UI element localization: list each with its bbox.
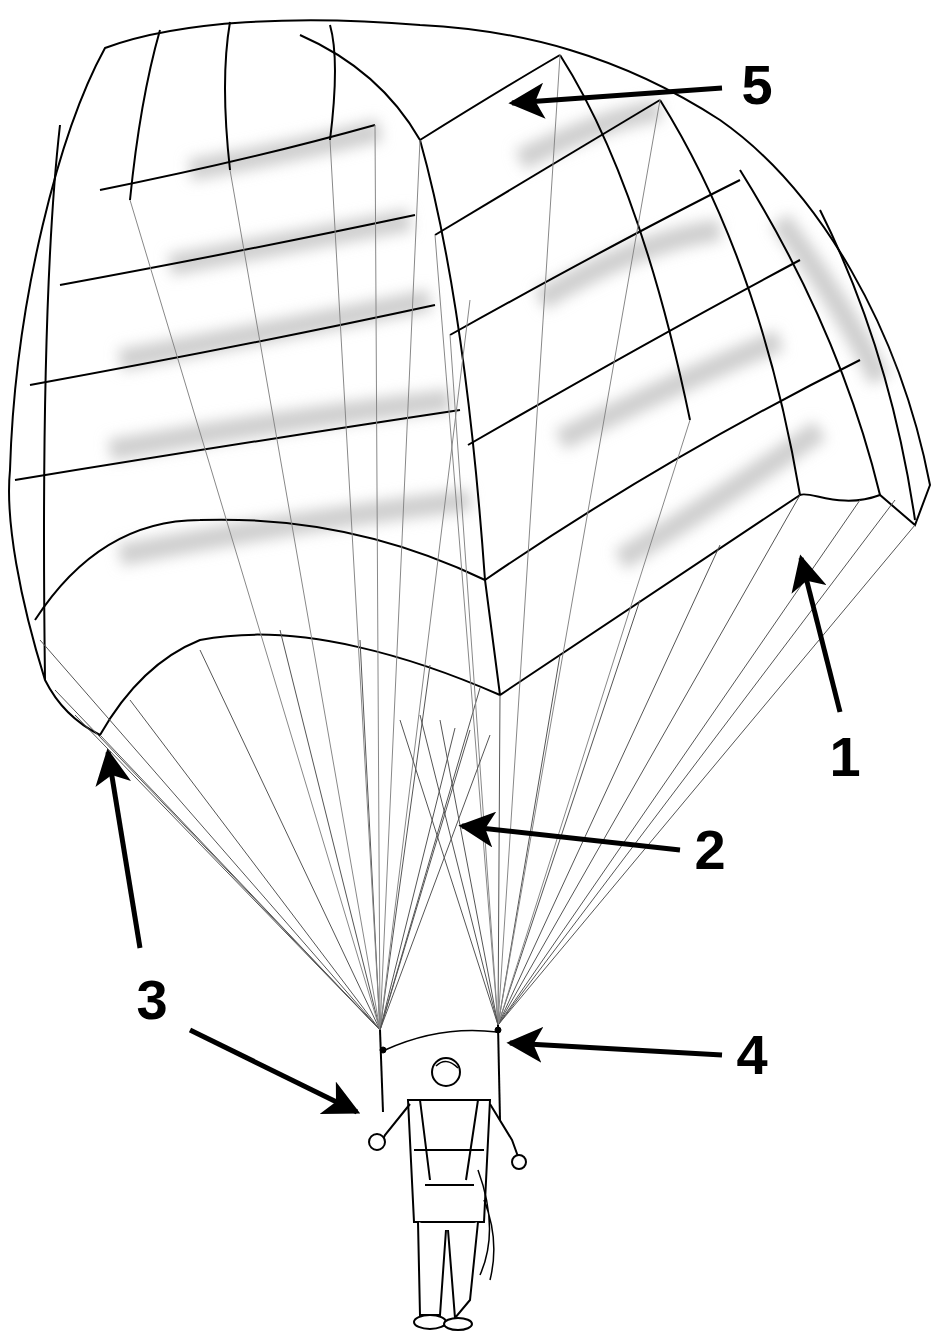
callout-number: 1 (829, 729, 860, 785)
callout-number: 3 (136, 972, 167, 1028)
canopy (9, 20, 930, 735)
leader-arrows (108, 88, 840, 1112)
callout-number: 4 (736, 1027, 767, 1083)
jumper (369, 1025, 526, 1330)
callout-number: 5 (741, 57, 772, 113)
suspension-lines (40, 55, 915, 1030)
callout-number: 2 (694, 822, 725, 878)
